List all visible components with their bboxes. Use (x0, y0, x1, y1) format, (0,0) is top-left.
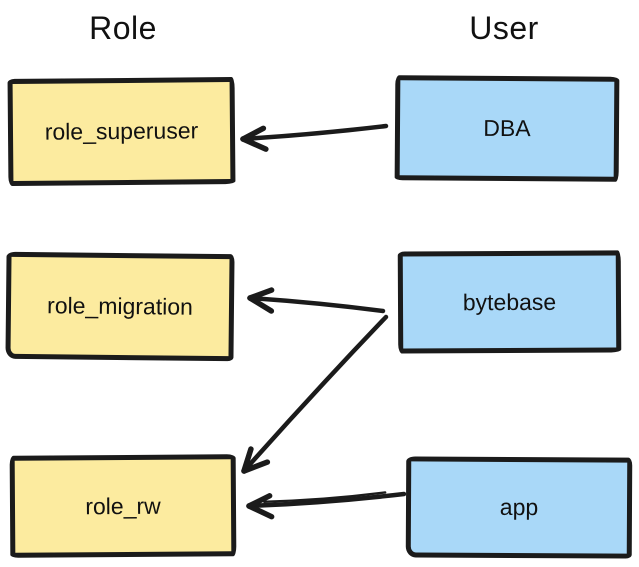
node-role-migration: role_migration (5, 251, 235, 362)
node-user-bytebase-label: bytebase (462, 288, 557, 315)
arrow-bytebase-to-role_migration (247, 287, 386, 314)
node-role-rw: role_rw (9, 454, 237, 558)
node-user-app-label: app (499, 493, 539, 521)
node-user-bytebase: bytebase (397, 250, 622, 354)
node-user-app: app (405, 456, 633, 559)
column-title-user: User (469, 10, 539, 46)
node-role-superuser: role_superuser (7, 77, 236, 186)
node-role-superuser-label: role_superuser (44, 117, 199, 145)
node-role-migration-label: role_migration (46, 292, 194, 320)
node-role-rw-label: role_rw (85, 492, 161, 519)
arrow-dba-to-role_superuser (240, 123, 389, 152)
arrow-app-to-role_rw (246, 491, 407, 520)
arrow-bytebase-to-role_rw (241, 314, 389, 474)
column-title-role: Role (89, 10, 157, 46)
node-user-dba-label: DBA (483, 114, 531, 142)
node-user-dba: DBA (394, 75, 620, 182)
